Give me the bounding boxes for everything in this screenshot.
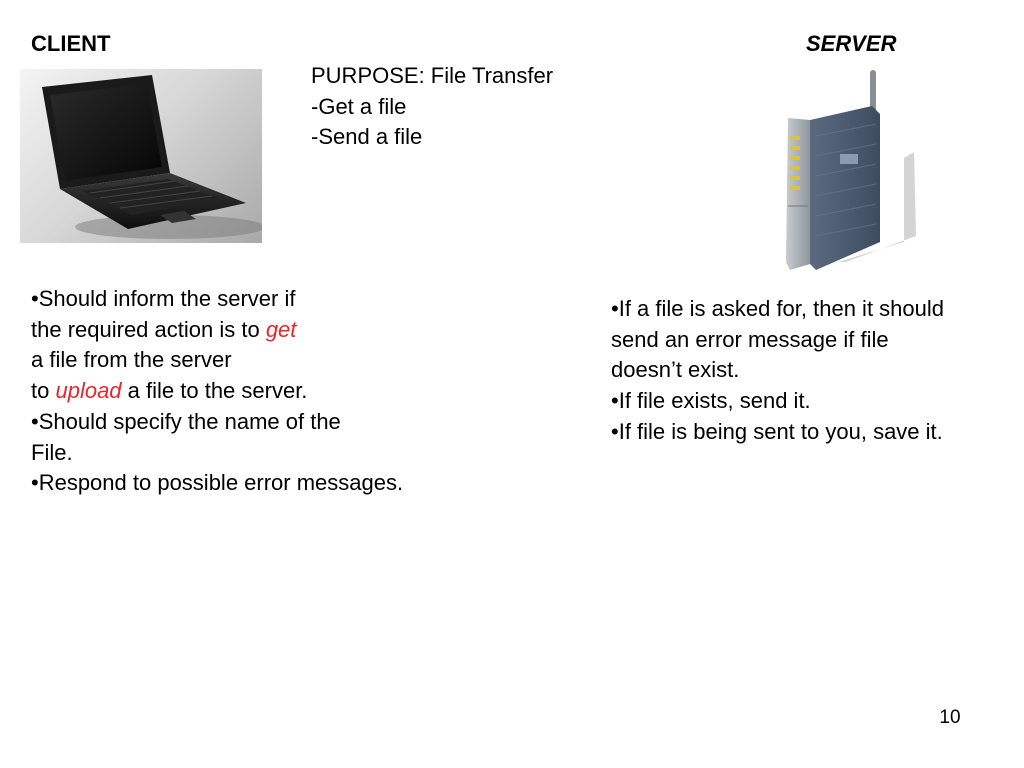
client-bullet-errors: •Respond to possible error messages.	[31, 470, 404, 496]
client-text: a file to the server.	[121, 378, 308, 404]
laptop-illustration	[42, 75, 262, 239]
upload-emphasis: upload	[55, 378, 122, 404]
server-bullet-save: •If file is being sent to you, save it.	[611, 418, 943, 444]
get-emphasis: get	[265, 316, 297, 342]
client-bullet-inform-cont: the required action is to get	[31, 315, 403, 346]
client-bullet-inform-cont-2: a file from the server	[31, 347, 232, 373]
server-requirements: •If a file is asked for, then it should …	[611, 294, 944, 448]
page-number: 10	[939, 707, 961, 728]
purpose-block: PURPOSE: File Transfer -Get a file -Send…	[311, 61, 553, 153]
server-heading: SERVER	[806, 31, 897, 56]
client-text: the required action is to	[31, 316, 266, 342]
router-image	[776, 66, 920, 274]
client-bullet-inform-cont-3: to upload a file to the server.	[31, 376, 403, 407]
client-heading: CLIENT	[31, 31, 111, 56]
purpose-title: PURPOSE: File Transfer	[311, 63, 554, 88]
server-bullet-asked-cont-2: doesn’t exist.	[611, 357, 740, 383]
client-text: to	[31, 378, 56, 404]
purpose-item-send: -Send a file	[311, 124, 423, 150]
server-bullet-asked-cont: send an error message if file	[611, 326, 889, 352]
client-bullet-filename-cont: File.	[31, 439, 73, 465]
client-bullet-inform: •Should inform the server if	[31, 286, 296, 311]
server-bullet-exists: •If file exists, send it.	[611, 388, 811, 414]
laptop-image	[20, 69, 262, 243]
purpose-item-get: -Get a file	[311, 93, 407, 119]
client-bullet-filename: •Should specify the name of the	[31, 408, 341, 434]
router-illustration	[786, 70, 916, 270]
server-bullet-asked: •If a file is asked for, then it should	[611, 296, 944, 321]
client-requirements: •Should inform the server if the require…	[31, 284, 403, 499]
